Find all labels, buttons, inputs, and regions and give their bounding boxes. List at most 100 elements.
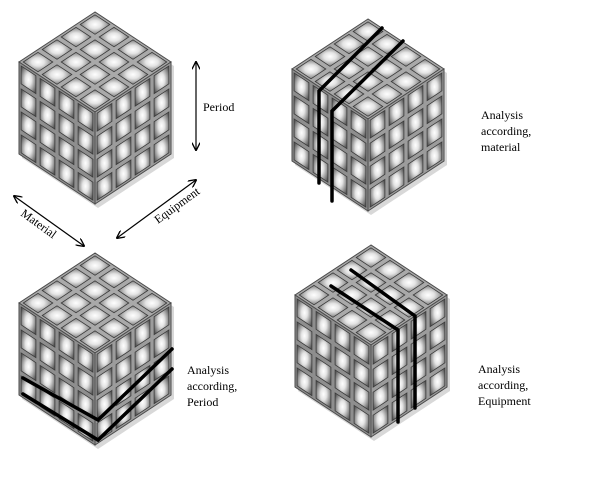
- cube-cell: [390, 71, 422, 92]
- cube-cell: [296, 298, 313, 328]
- cube-cell: [350, 178, 367, 208]
- cube-cell: [77, 343, 94, 373]
- cube-cell: [79, 280, 111, 301]
- cube-cell: [96, 148, 113, 178]
- cube-cell: [20, 329, 37, 359]
- period-slice-lines: [21, 347, 174, 443]
- cube-cell: [98, 292, 130, 314]
- cube-cell: [79, 255, 111, 276]
- cube-cell: [334, 369, 351, 399]
- cube-cell: [41, 305, 73, 326]
- cube-cell: [79, 64, 111, 85]
- cube-cell: [115, 331, 132, 361]
- cube-cell: [79, 89, 111, 110]
- cube-base: [18, 11, 174, 208]
- cube-cell: [60, 51, 92, 73]
- cube-cell: [58, 136, 75, 166]
- cube-cell: [20, 65, 37, 95]
- cube-cell: [134, 77, 151, 107]
- cube-cell: [369, 132, 386, 162]
- cube-cell: [79, 39, 111, 60]
- cube-cell: [136, 51, 168, 73]
- cube-cell: [60, 267, 92, 289]
- cube-cell: [117, 305, 149, 326]
- cube-cell: [295, 58, 327, 80]
- cube-cell: [393, 272, 425, 293]
- cube-cell: [153, 329, 170, 359]
- cube-cell: [115, 113, 132, 143]
- cube-cell: [153, 65, 170, 95]
- material-arrow: [14, 196, 84, 246]
- cube-cell: [352, 96, 384, 117]
- cube-cell: [296, 367, 313, 397]
- cube-cell: [293, 141, 310, 171]
- cube-cell: [77, 125, 94, 155]
- cube-cell: [58, 113, 75, 143]
- cube-cell: [41, 64, 73, 85]
- cube-cell: [39, 100, 56, 130]
- cube-cell: [429, 367, 446, 397]
- cube-cell: [390, 46, 422, 67]
- cube-cell: [353, 358, 370, 388]
- cube-cell: [20, 111, 37, 141]
- cube-cell: [355, 247, 387, 268]
- cube-cell: [115, 354, 132, 384]
- cube-cell: [334, 392, 351, 422]
- cube-cell: [41, 39, 73, 60]
- cube-cell: [333, 58, 365, 80]
- cube-cell: [388, 166, 405, 196]
- caption-equipment-line-2: according,: [478, 378, 528, 392]
- cube-cell: [317, 272, 349, 293]
- cube-cell: [96, 171, 113, 201]
- cube-cell: [79, 14, 111, 35]
- cube-cell: [98, 51, 130, 73]
- cube-cell: [153, 111, 170, 141]
- cube-cell: [115, 136, 132, 166]
- cube-cell: [79, 305, 111, 326]
- cube-cell: [58, 354, 75, 384]
- cube-cell: [60, 292, 92, 314]
- cube-cell: [20, 88, 37, 118]
- cube-cell: [134, 341, 151, 371]
- cube-cell: [39, 318, 56, 348]
- caption-material: Analysis according, material: [481, 108, 531, 154]
- cube-cell: [353, 404, 370, 434]
- equipment-slice-lines: [329, 268, 417, 424]
- cube-cell: [350, 109, 367, 139]
- equipment-label: Equipment: [152, 184, 203, 227]
- cube-cell: [334, 323, 351, 353]
- cube-cell: [79, 330, 111, 351]
- cube-cell: [60, 26, 92, 48]
- cube-cell: [293, 118, 310, 148]
- cube-cell: [315, 379, 332, 409]
- cube-cell: [371, 83, 403, 105]
- cube-cell: [388, 120, 405, 150]
- cube-cell: [39, 77, 56, 107]
- equipment-arrow: [117, 180, 196, 238]
- cube-cell: [39, 146, 56, 176]
- cube-cell: [96, 343, 113, 373]
- cube-cell: [315, 356, 332, 386]
- cube-cell: [60, 76, 92, 98]
- caption-period: Analysis according, Period: [187, 363, 237, 409]
- cube-cell: [58, 90, 75, 120]
- cube-cell: [426, 95, 443, 125]
- cube-cell: [77, 148, 94, 178]
- cube-cell: [372, 335, 389, 365]
- cube-cell: [20, 352, 37, 382]
- cube-cell: [317, 297, 349, 318]
- cube-cell: [60, 317, 92, 339]
- caption-period-line-3: Period: [187, 395, 218, 409]
- cube-cell: [39, 364, 56, 394]
- cube-cell: [117, 280, 149, 301]
- cube-cell: [77, 366, 94, 396]
- cube-equipment: [294, 244, 450, 441]
- caption-material-line-2: according,: [481, 124, 531, 138]
- cube-cell: [336, 309, 368, 331]
- cube-cell: [350, 155, 367, 185]
- cube-cell: [426, 72, 443, 102]
- cube-cell: [388, 143, 405, 173]
- caption-period-line-2: according,: [187, 379, 237, 393]
- cube-cell: [407, 153, 424, 183]
- cube-cell: [153, 306, 170, 336]
